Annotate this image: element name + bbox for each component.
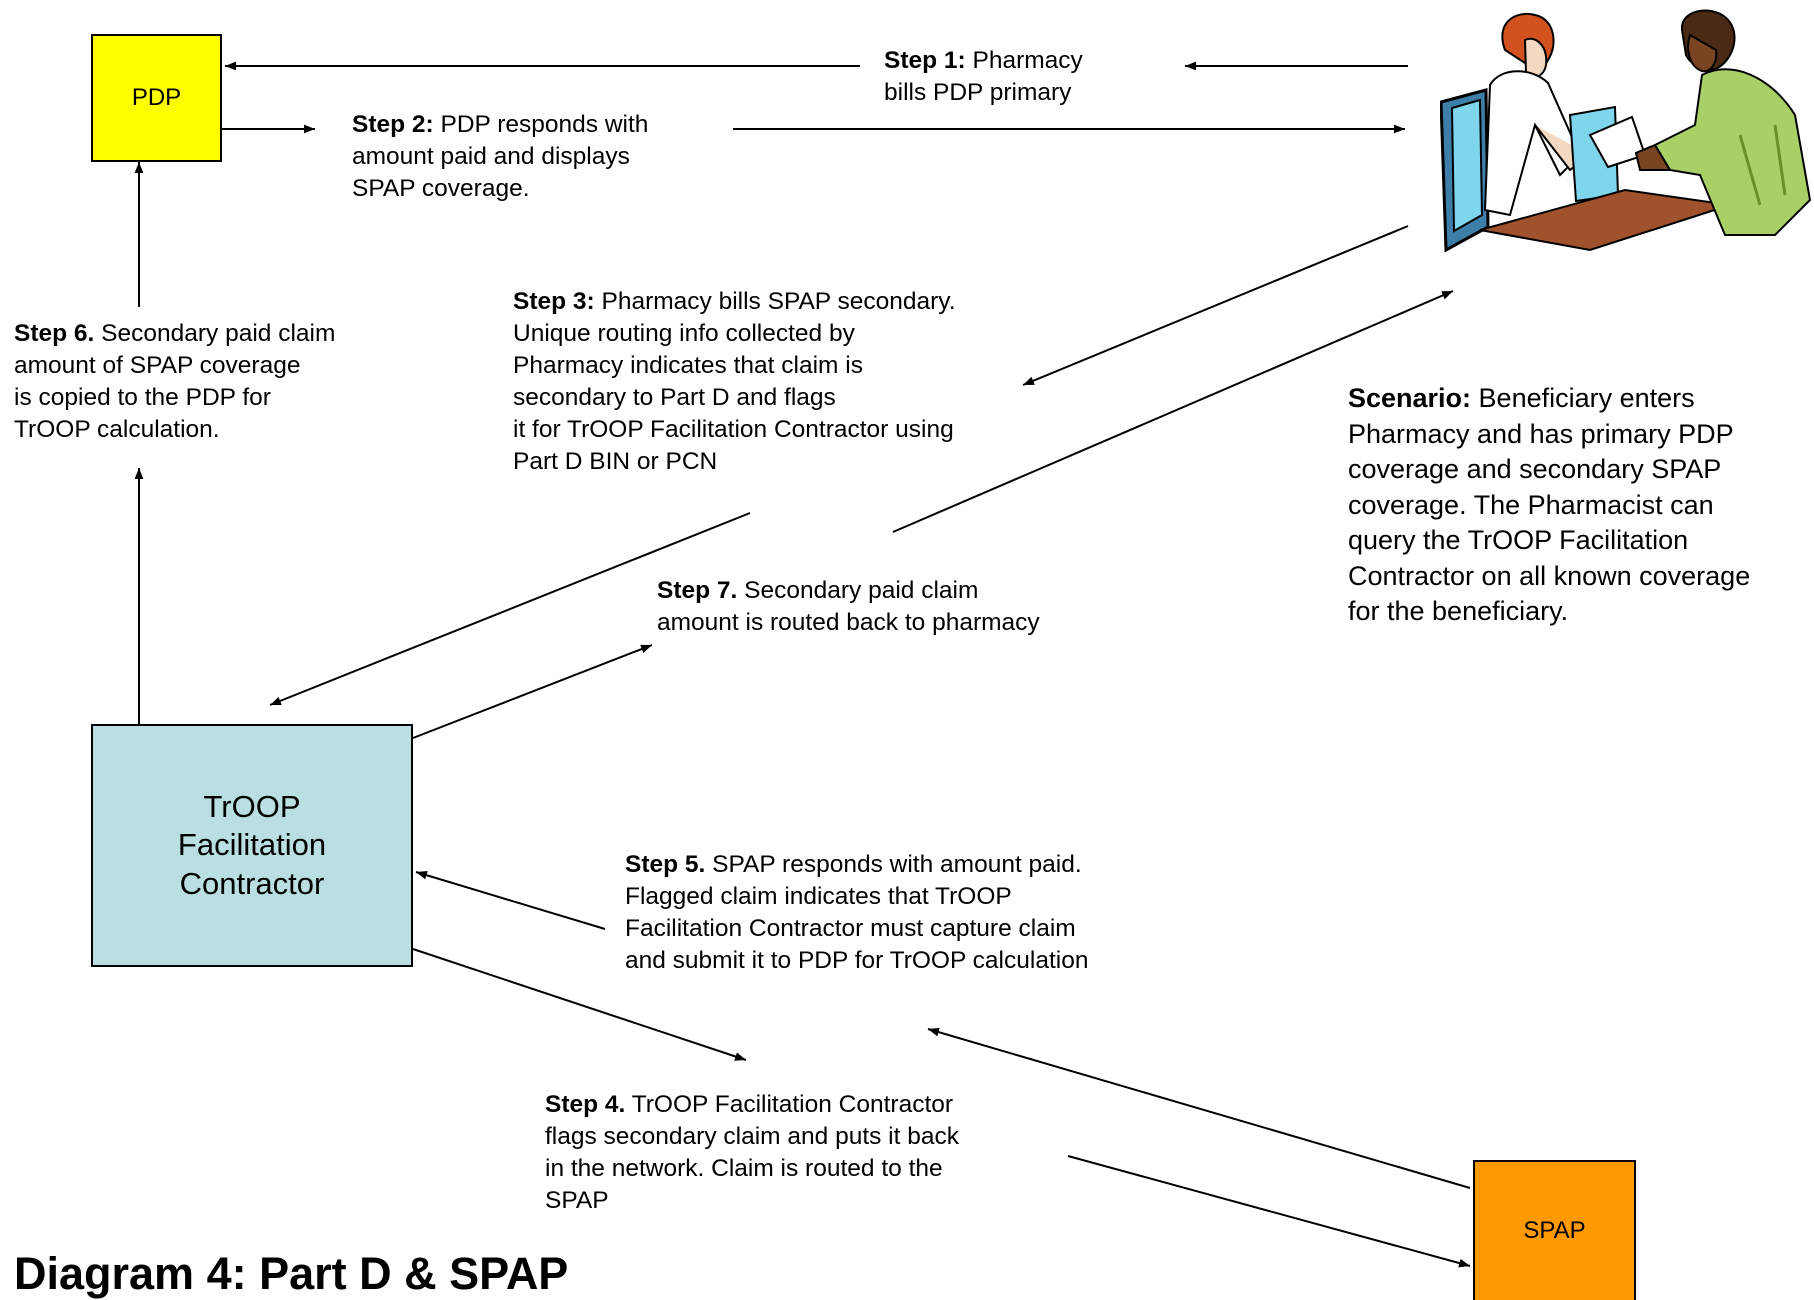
scenario-line6: Contractor on all known coverage: [1348, 560, 1751, 591]
arrow-pharmacy-to-step3: [1022, 225, 1409, 386]
step7-text: Step 7. Secondary paid claim amount is r…: [657, 575, 1040, 639]
step2-text: Step 2: PDP responds with amount paid an…: [352, 109, 648, 205]
step3-line4: secondary to Part D and flags: [513, 384, 836, 411]
step4-line2: flags secondary claim and puts it back: [545, 1123, 959, 1150]
step6-line2: amount of SPAP coverage: [14, 352, 301, 379]
step4-line1: TrOOP Facilitation Contractor: [625, 1091, 954, 1118]
arrow-spap-to-step5: [927, 1027, 1471, 1189]
pharmacist-and-customer-clipart-icon: [1440, 9, 1812, 253]
step3-line3: Pharmacy indicates that claim is: [513, 352, 863, 379]
step2-line1: PDP responds with: [433, 111, 649, 138]
step6-text: Step 6. Secondary paid claim amount of S…: [14, 318, 335, 446]
step7-line2: amount is routed back to pharmacy: [657, 609, 1040, 636]
step4-label: Step 4.: [545, 1091, 626, 1118]
step3-label: Step 3:: [513, 288, 595, 315]
troop-label-line2: Facilitation: [177, 827, 327, 863]
step2-line3: SPAP coverage.: [352, 175, 530, 202]
spap-label: SPAP: [1523, 1217, 1586, 1244]
step1-line1: Pharmacy: [965, 47, 1083, 74]
spap-box: SPAP: [1473, 1160, 1636, 1300]
step6-line4: TrOOP calculation.: [14, 416, 220, 443]
step5-label: Step 5.: [625, 851, 706, 878]
troop-label-line3: Contractor: [179, 865, 325, 901]
pdp-label: PDP: [131, 84, 182, 111]
step6-label: Step 6.: [14, 320, 95, 347]
scenario-line5: query the TrOOP Facilitation: [1348, 525, 1689, 555]
scenario-line7: for the beneficiary.: [1348, 596, 1569, 626]
step6-line3: is copied to the PDP for: [14, 384, 271, 411]
step4-line4: SPAP: [545, 1187, 609, 1214]
step6-line1: Secondary paid claim: [94, 320, 336, 347]
scenario-line1: Beneficiary enters: [1471, 383, 1695, 413]
step5-line2: Flagged claim indicates that TrOOP: [625, 883, 1012, 910]
step2-label: Step 2:: [352, 111, 434, 138]
arrow-step3-to-troop: [269, 512, 751, 706]
step3-text: Step 3: Pharmacy bills SPAP secondary. U…: [513, 286, 956, 478]
arrow-troop-to-step4: [412, 948, 747, 1061]
step3-line1: Pharmacy bills SPAP secondary.: [594, 288, 956, 315]
step5-text: Step 5. SPAP responds with amount paid. …: [625, 849, 1088, 977]
scenario-label: Scenario:: [1348, 383, 1472, 413]
arrow-step4-to-spap: [1067, 1155, 1471, 1268]
step3-line5: it for TrOOP Facilitation Contractor usi…: [513, 416, 954, 443]
arrow-troop-to-step7: [412, 644, 653, 739]
step3-line6: Part D BIN or PCN: [513, 448, 718, 475]
troop-label-line1: TrOOP: [203, 789, 301, 825]
step2-line2: amount paid and displays: [352, 143, 630, 170]
scenario-line4: coverage. The Pharmacist can: [1348, 489, 1714, 520]
arrow-step7-to-pharmacy: [892, 290, 1454, 533]
arrow-step5-to-troop: [415, 870, 606, 930]
step7-line1: Secondary paid claim: [737, 577, 979, 604]
step4-line3: in the network. Claim is routed to the: [545, 1155, 943, 1182]
step1-line2: bills PDP primary: [884, 79, 1072, 106]
step7-label: Step 7.: [657, 577, 738, 604]
pdp-box: PDP: [91, 34, 222, 162]
troop-facilitation-contractor-box: TrOOP Facilitation Contractor: [91, 724, 413, 967]
step5-line3: Facilitation Contractor must capture cla…: [625, 915, 1076, 942]
scenario-text: Scenario: Beneficiary enters Pharmacy an…: [1348, 381, 1750, 630]
step4-text: Step 4. TrOOP Facilitation Contractor fl…: [545, 1089, 959, 1217]
step1-label: Step 1:: [884, 47, 966, 74]
scenario-line3: coverage and secondary SPAP: [1348, 454, 1722, 484]
step5-line4: and submit it to PDP for TrOOP calculati…: [625, 947, 1089, 974]
step1-text: Step 1: Pharmacy bills PDP primary: [884, 45, 1083, 109]
scenario-line2: Pharmacy and has primary PDP: [1348, 418, 1734, 449]
step5-line1: SPAP responds with amount paid.: [705, 851, 1082, 878]
diagram-title: Diagram 4: Part D & SPAP: [14, 1248, 569, 1299]
step3-line2: Unique routing info collected by: [513, 320, 855, 347]
